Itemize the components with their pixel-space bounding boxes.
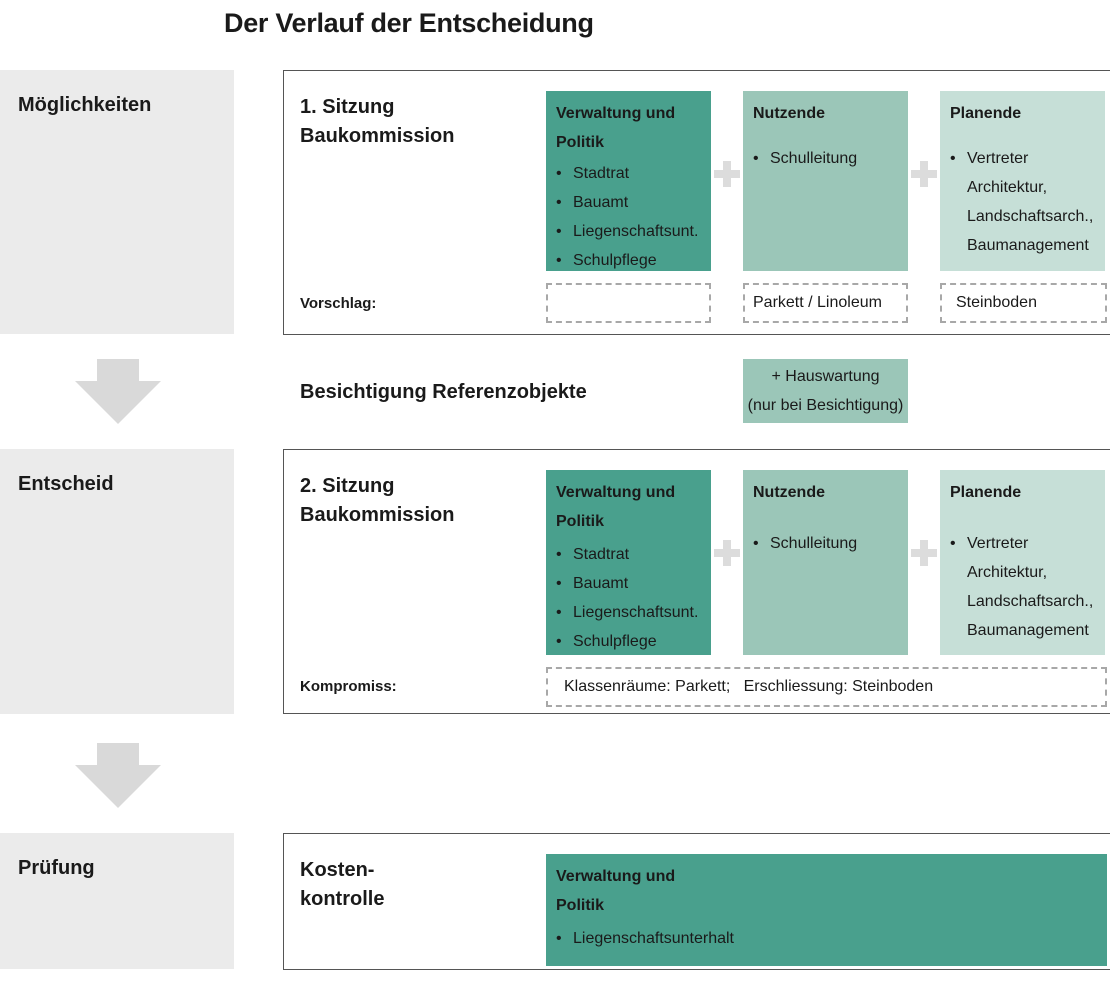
row-label-kompromiss: Kompromiss: [300, 678, 397, 695]
list-item: Schulleitung [753, 144, 898, 173]
list-item-continued: Baumanagement [967, 622, 1089, 639]
phase-moeglichkeiten: Möglichkeiten [0, 70, 234, 334]
list-item: Vertreter [950, 144, 1095, 173]
plus-icon [911, 540, 937, 566]
group-list: Stadtrat Bauamt Liegenschaftsunt. Schulp… [556, 540, 701, 656]
visit-label: Besichtigung Referenzobjekte [300, 381, 587, 403]
list-item-continued: Landschaftsarch., [967, 593, 1094, 610]
list-item: Bauamt [556, 188, 701, 217]
diagram-title: Der Verlauf der Entscheidung [224, 8, 594, 38]
group-verwaltung-politik: Verwaltung und Politik Liegenschaftsunte… [546, 854, 1107, 966]
group-heading: Planende [950, 105, 1022, 122]
session-title: Kosten- kontrolle [300, 859, 385, 910]
group-list: Schulleitung [753, 529, 898, 558]
group-heading: Verwaltung und Politik [556, 105, 676, 151]
down-arrow-icon [75, 359, 161, 424]
session-3-panel: Kosten- kontrolle Verwaltung und Politik… [283, 833, 1110, 970]
list-item: Stadtrat [556, 159, 701, 188]
group-heading: Verwaltung und Politik [556, 484, 676, 530]
group-planende: Planende Vertreter Architektur, Landscha… [940, 470, 1105, 655]
list-item: Liegenschaftsunt. [556, 598, 701, 627]
group-list: Vertreter Architektur, Landschaftsarch.,… [950, 529, 1095, 645]
phase-pruefung: Prüfung [0, 833, 234, 969]
group-planende: Planende Vertreter Architektur, Landscha… [940, 91, 1105, 271]
list-item-continued: Architektur, [967, 179, 1048, 196]
list-item: Bauamt [556, 569, 701, 598]
group-verwaltung-politik: Verwaltung und Politik Stadtrat Bauamt L… [546, 470, 711, 656]
list-item: Schulpflege [556, 627, 701, 656]
group-nutzende: Nutzende Schulleitung [743, 470, 908, 655]
phase-label: Prüfung [18, 857, 95, 879]
list-item: Vertreter [950, 529, 1095, 558]
plus-icon [714, 540, 740, 566]
list-item: Liegenschaftsunt. [556, 217, 701, 246]
session-title: 2. Sitzung Baukommission [300, 475, 455, 526]
group-list: Vertreter Architektur, Landschaftsarch.,… [950, 144, 1095, 260]
list-item-continued: Baumanagement [967, 237, 1089, 254]
group-list: Schulleitung [753, 144, 898, 173]
list-item: Stadtrat [556, 540, 701, 569]
list-item: Schulleitung [753, 529, 898, 558]
list-item: Schulpflege [556, 246, 701, 275]
group-list: Liegenschaftsunterhalt [556, 924, 1097, 953]
session-2-panel: 2. Sitzung Baukommission Verwaltung und … [283, 449, 1110, 714]
row-label-vorschlag: Vorschlag: [300, 295, 377, 312]
list-item-continued: Architektur, [967, 564, 1048, 581]
group-heading: Nutzende [753, 484, 825, 501]
phase-entscheid: Entscheid [0, 449, 234, 714]
group-heading: Planende [950, 484, 1022, 501]
visit-box: + Hauswartung (nur bei Besichtigung) [743, 359, 908, 423]
group-verwaltung-politik: Verwaltung und Politik Stadtrat Bauamt L… [546, 91, 711, 275]
proposal-box: Parkett / Linoleum [743, 283, 908, 323]
group-list: Stadtrat Bauamt Liegenschaftsunt. Schulp… [556, 159, 701, 275]
group-heading: Verwaltung und Politik [556, 868, 676, 914]
group-nutzende: Nutzende Schulleitung [743, 91, 908, 271]
list-item-continued: Landschaftsarch., [967, 208, 1094, 225]
plus-icon [714, 161, 740, 187]
session-title: 1. Sitzung Baukommission [300, 96, 455, 147]
proposal-box: Steinboden [940, 283, 1107, 323]
list-item: Liegenschaftsunterhalt [556, 924, 1097, 953]
phase-label: Möglichkeiten [18, 94, 152, 116]
phase-label: Entscheid [18, 473, 114, 495]
plus-icon [911, 161, 937, 187]
session-1-panel: 1. Sitzung Baukommission Verwaltung und … [283, 70, 1110, 335]
compromise-box: Klassenräume: Parkett; Erschliessung: St… [546, 667, 1107, 707]
proposal-box [546, 283, 711, 323]
down-arrow-icon [75, 743, 161, 808]
group-heading: Nutzende [753, 105, 825, 122]
